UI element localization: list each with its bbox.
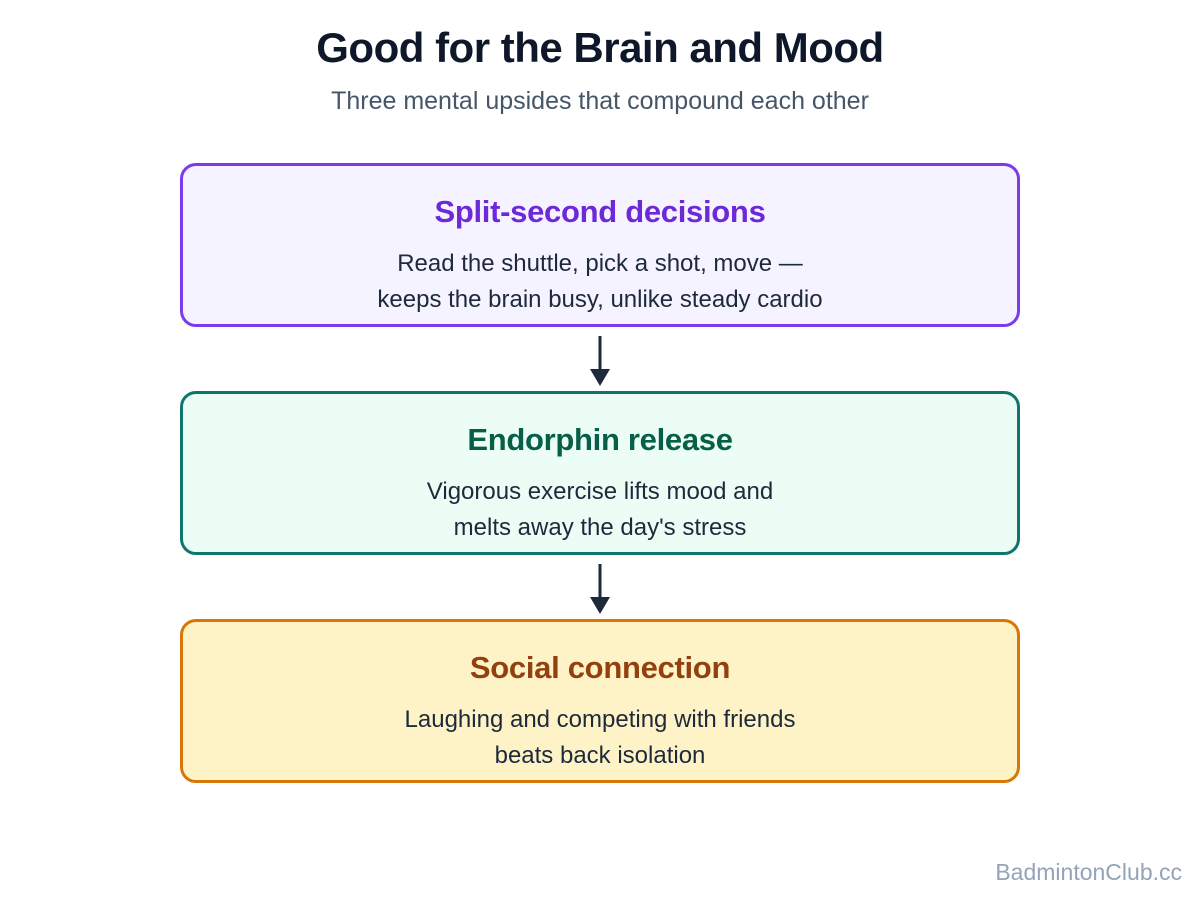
site-watermark: BadmintonClub.cc	[995, 859, 1182, 885]
step-title: Split-second decisions	[434, 194, 766, 229]
arrow-down-icon	[590, 336, 610, 386]
diagram-subtitle: Three mental upsides that compound each …	[331, 87, 869, 115]
step-description: Read the shuttle, pick a shot, move — ke…	[183, 246, 1017, 318]
arrow-down-icon	[590, 564, 610, 614]
step-description-line: keeps the brain busy, unlike steady card…	[377, 286, 823, 313]
step-box-endorphin-release: Endorphin release Vigorous exercise lift…	[180, 391, 1020, 555]
step-description: Laughing and competing with friends beat…	[183, 702, 1017, 774]
step-description-line: melts away the day's stress	[453, 514, 747, 541]
step-title: Endorphin release	[467, 422, 733, 457]
step-title: Social connection	[469, 650, 731, 685]
step-description-line: beats back isolation	[494, 742, 706, 769]
step-description-line: Read the shuttle, pick a shot, move —	[397, 250, 803, 277]
step-description: Vigorous exercise lifts mood and melts a…	[183, 474, 1017, 546]
step-box-split-second-decisions: Split-second decisions Read the shuttle,…	[180, 163, 1020, 327]
step-box-social-connection: Social connection Laughing and competing…	[180, 619, 1020, 783]
step-description-line: Vigorous exercise lifts mood and	[426, 478, 774, 505]
diagram-title: Good for the Brain and Mood	[316, 24, 884, 71]
step-description-line: Laughing and competing with friends	[404, 706, 796, 733]
